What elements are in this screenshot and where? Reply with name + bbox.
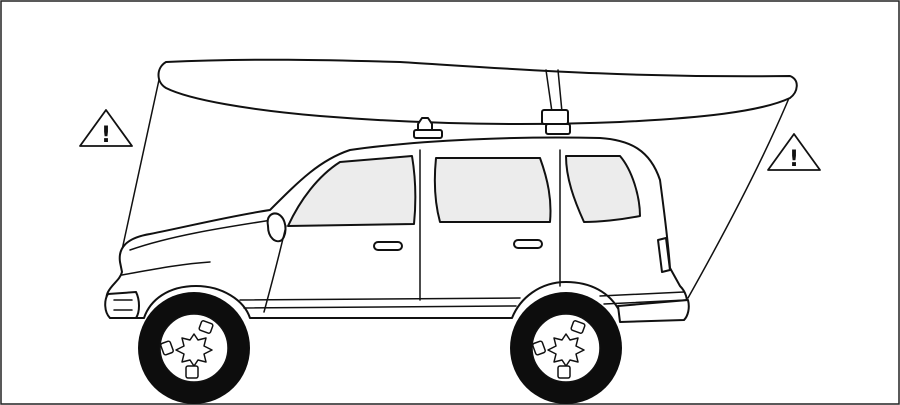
warning-icon-left: !	[80, 110, 132, 148]
front-bumper	[105, 292, 139, 318]
rear-door-window	[435, 158, 551, 222]
stern-tie-down-line	[688, 86, 794, 298]
rear-door-handle	[514, 240, 542, 248]
front-wheel	[138, 292, 250, 404]
warning-symbol-right: !	[789, 147, 799, 172]
bow-tie-down-line	[122, 66, 162, 250]
rear-rack-clamp	[542, 110, 568, 124]
warning-icon-right: !	[768, 134, 820, 172]
kayak	[159, 60, 797, 124]
rear-rack-tower	[546, 124, 570, 134]
front-door-handle	[374, 242, 402, 250]
warning-symbol-left: !	[101, 123, 111, 148]
rear-wheel	[510, 292, 622, 404]
front-rack-tower	[414, 130, 442, 138]
